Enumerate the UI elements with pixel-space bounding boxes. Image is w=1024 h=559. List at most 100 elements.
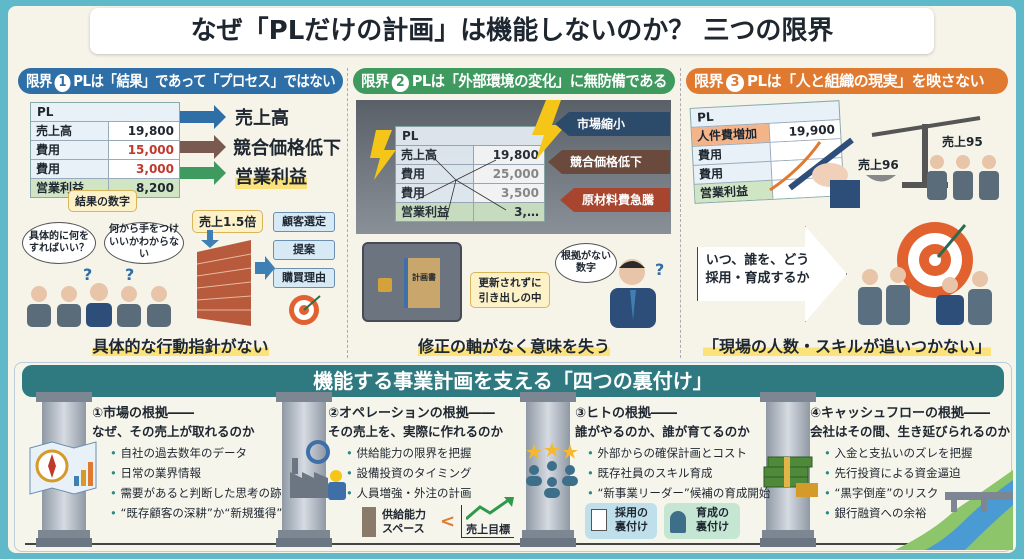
pl-value: 3,000 [109, 160, 179, 178]
limit-number: 3 [726, 74, 745, 92]
badge-label: 育成の裏付け [696, 506, 729, 534]
capacity-label: 供給能力スペース [382, 508, 426, 535]
speech-bubble: 根拠がない数字 [555, 243, 617, 283]
support-question: 会社はその間、生き延びられるのか [810, 424, 1011, 439]
limit-heading: PLは「人と組織の現実」を映さない [747, 72, 985, 90]
trend-up-icon [466, 497, 515, 521]
scale-label-right: 売上95 [942, 135, 983, 149]
target-label: 売上1.5倍 [192, 210, 264, 233]
factory-gear-icon [290, 440, 346, 500]
svg-text:?: ? [655, 260, 664, 279]
question-text: いつ、誰を、どう 採用・育成するか [700, 252, 815, 288]
limit-1-caption: 具体的な行動指針がない [18, 333, 343, 357]
support-point: 設備投資のタイミング [346, 463, 503, 483]
support-point: 先行投資による資金逼迫 [824, 463, 1010, 483]
pl-item: 営業利益 [396, 203, 474, 221]
flow-step: 購買理由 [273, 268, 335, 288]
limit-number: 1 [54, 74, 71, 92]
pl-value: 3,500 [474, 184, 544, 202]
force-arrow: 市場縮小 [555, 112, 670, 136]
capacity-comparison: 供給能力スペース < 売上目標 [362, 497, 515, 538]
svg-text:?: ? [83, 265, 92, 284]
flow-step: 提案 [273, 240, 335, 260]
lightning-crack-icon [370, 100, 566, 221]
pl-value: 19,800 [109, 122, 179, 140]
caption-text: 修正の軸がなく意味を失う [417, 337, 610, 356]
sales-target-label: 売上目標 [466, 523, 511, 536]
arrow-label: 売上高 [235, 108, 289, 129]
support-title: ②オペレーションの根拠―― [328, 406, 495, 421]
support-question: その売上を、実際に作れるのか [328, 424, 504, 439]
drawer-callout: 更新されずに引き出しの中 [470, 272, 550, 308]
limit-number: 2 [391, 74, 409, 92]
speech-bubble: 具体的に何をすればいい？ [22, 222, 96, 264]
team-stars-icon [526, 442, 578, 498]
balance-scale-icon [866, 116, 981, 188]
divider [347, 68, 348, 358]
pl-value: 19,800 [474, 146, 544, 164]
flow-step: 顧客選定 [273, 212, 335, 232]
limit-2-caption: 修正の軸がなく意味を失う [353, 333, 675, 357]
pl-label: PL [37, 105, 54, 119]
support-question: 誰がやるのか、誰が育てるのか [575, 424, 750, 439]
result-callout: 結果の数字 [68, 190, 137, 212]
page-title: なぜ「PLだけの計画」は機能しないのか？ 三つの限界 [90, 8, 934, 54]
padlock-icon [378, 278, 392, 292]
support-point: 人員増強・外注の計画 [346, 483, 503, 503]
support-point: 入金と支払いのズレを把握 [824, 443, 1010, 463]
question-line: いつ、誰を、どう [705, 253, 810, 268]
caption-text: 「現場の人数・スキルが追いつかない」 [702, 337, 991, 356]
scale-label-left: 売上96 [858, 158, 899, 172]
document-icon [591, 509, 607, 531]
support-item-people: ③ヒトの根拠―― 誰がやるのか、誰が育てるのか 外部からの確保計画とコスト 既存… [575, 402, 770, 503]
pen-hand-icon [769, 137, 860, 208]
support-point: 既存社員のスキル育成 [587, 463, 770, 483]
pillar-icon [276, 392, 332, 547]
pl-value: 25,000 [474, 165, 544, 183]
pl-item: 費用 [396, 165, 474, 183]
support-point: 日常の業界情報 [110, 463, 282, 483]
limit-3-caption: 「現場の人数・スキルが追いつかない」 [686, 333, 1008, 357]
pl-label: PL [402, 129, 419, 143]
support-point: 銀行融資への余裕 [824, 503, 1010, 523]
less-than-sign: < [440, 511, 456, 532]
pl-item: 費用 [31, 160, 109, 178]
caption-text: 具体的な行動指針がない [92, 337, 269, 356]
safe-icon: 計画書 [362, 242, 462, 322]
svg-text:?: ? [125, 265, 134, 284]
question-line: 採用・育成するか [705, 271, 810, 287]
plan-document: 計画書 [404, 258, 440, 308]
supports-heading: 機能する事業計画を支える「四つの裏付け」 [22, 365, 1004, 397]
brick-wall-icon [196, 230, 275, 326]
support-point: “新事業リーダー”候補の育成開始 [587, 483, 770, 503]
divider [680, 68, 681, 358]
force-arrow: 原材料費急騰 [560, 188, 670, 212]
limit-prefix: 限界 [26, 72, 52, 90]
speech-bubble: 何から手をつけいいかわからない [104, 222, 184, 264]
support-point: “黒字倒産”のリスク [824, 483, 1010, 503]
pl-item: 費用 [396, 184, 474, 202]
support-question: なぜ、その売上が取れるのか [92, 424, 255, 439]
pl-item: 売上高 [31, 122, 109, 140]
training-badge: 育成の裏付け [664, 503, 740, 539]
ground-line [25, 543, 995, 545]
hiring-badge: 採用の裏付け [585, 503, 657, 539]
pl-item: 費用 [31, 141, 109, 159]
limit-prefix: 限界 [694, 72, 724, 90]
support-title: ④キャッシュフローの根拠―― [810, 406, 991, 421]
arrows-icon [180, 105, 226, 185]
support-item-market: ①市場の根拠―― なぜ、その売上が取れるのか 自社の過去数年のデータ 日常の業界… [92, 402, 282, 523]
factory-small-icon [362, 506, 376, 537]
support-item-cashflow: ④キャッシュフローの根拠―― 会社はその間、生き延びられるのか 入金と支払いのズ… [810, 402, 1010, 523]
support-item-operation: ②オペレーションの根拠―― その売上を、実際に作れるのか 供給能力の限界を把握 … [328, 402, 503, 503]
map-compass-icon [29, 441, 97, 495]
arrow-label: 競合価格低下 [233, 138, 341, 159]
badge-label: 採用の裏付け [615, 506, 648, 534]
